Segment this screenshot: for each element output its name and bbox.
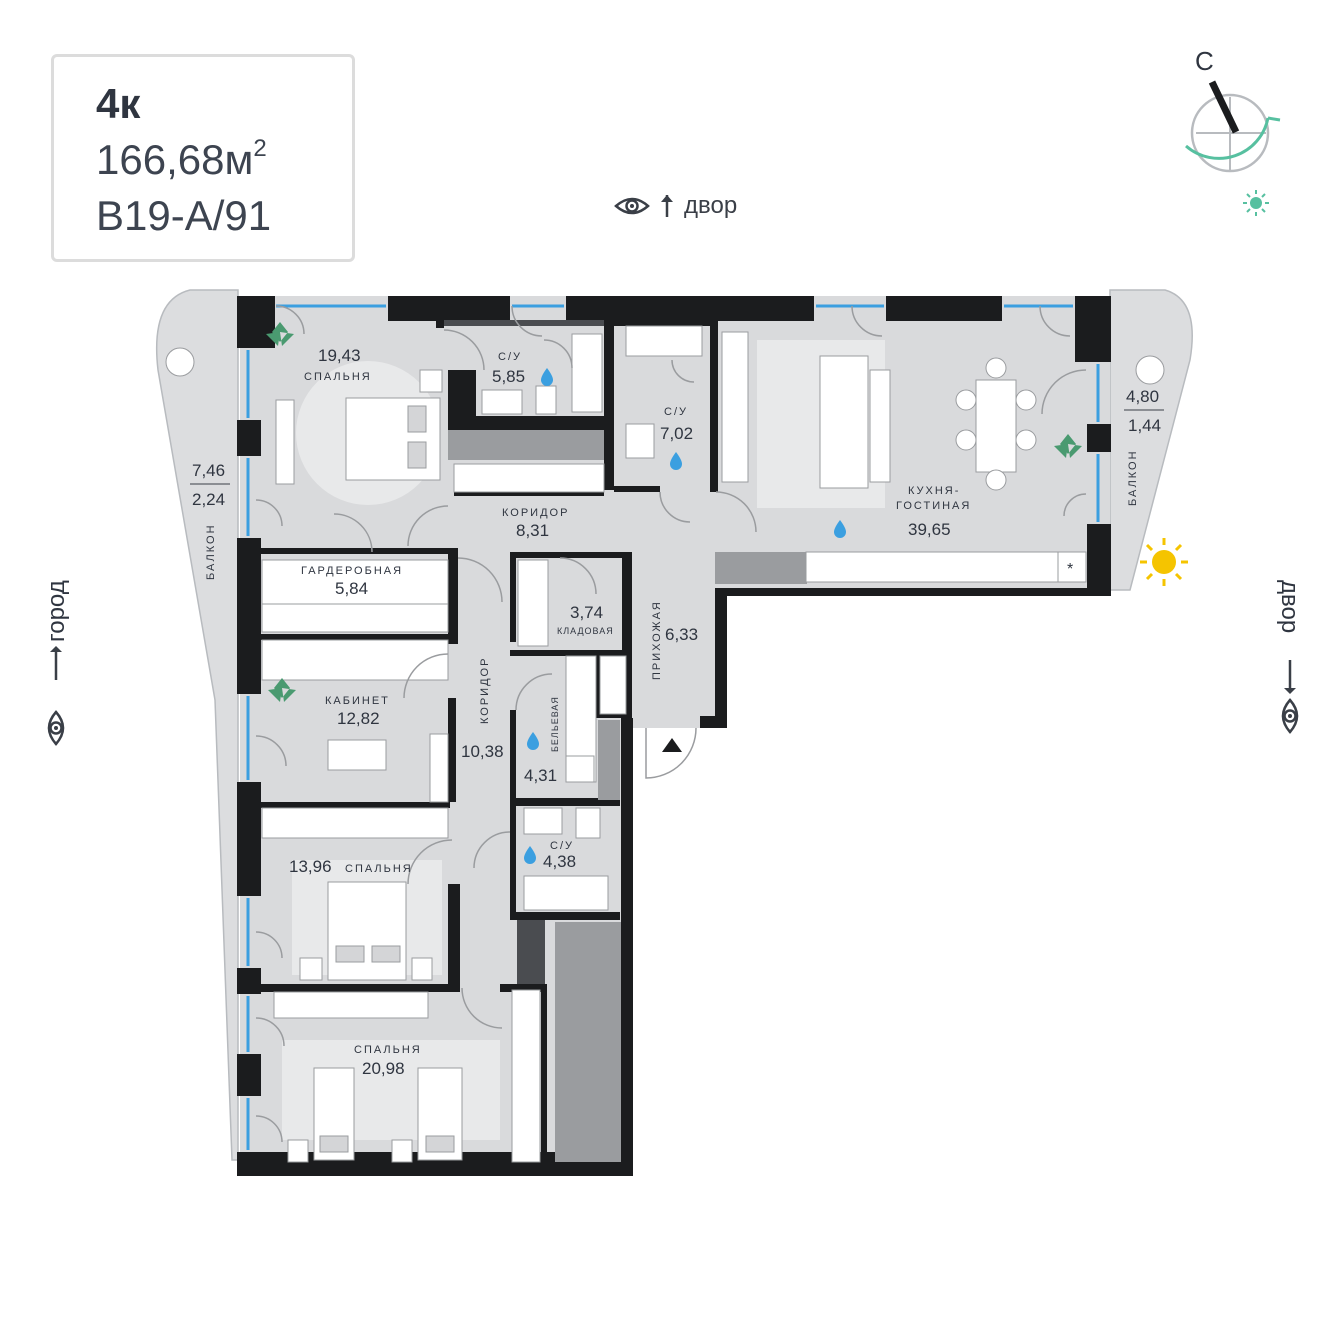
room-name-bedroom2: СПАЛЬНЯ: [345, 863, 413, 875]
plant-icon: [268, 678, 296, 702]
room-name-hall: ПРИХОЖАЯ: [651, 600, 663, 680]
room-area-bedroom3: 20,98: [362, 1059, 405, 1078]
dining-chairs: [165, 347, 1165, 491]
compass-icon: С: [1185, 46, 1281, 216]
room-name-corridor1: КОРИДОР: [502, 507, 569, 519]
balcony-left-area-bottom: 2,24: [192, 490, 225, 509]
view-label-right: двор: [1276, 580, 1303, 734]
total-area: 166,68м2: [96, 136, 267, 183]
room-area-bath2: 7,02: [660, 424, 693, 443]
view-top-text: двор: [684, 192, 738, 219]
room-count: 4к: [96, 80, 141, 127]
balcony-left-area-top: 7,46: [192, 461, 225, 480]
room-area-bedroom1: 19,43: [318, 346, 361, 365]
outer-walls: [237, 296, 1111, 1176]
arrow-up-icon: [661, 195, 673, 217]
furniture: [261, 325, 1017, 1163]
svg-text:*: *: [1067, 561, 1073, 578]
total-area-value: 166,68м: [96, 136, 254, 183]
room-area-wardrobe: 5,84: [335, 579, 368, 598]
windows: [246, 304, 1100, 1150]
area-unit-sup: 2: [253, 135, 267, 162]
sun-icon: [1140, 538, 1188, 586]
balcony-left-name: БАЛКОН: [205, 523, 217, 580]
view-label-top: двор: [614, 192, 737, 220]
door-swings: [255, 305, 1087, 1143]
room-name-bedroom3: СПАЛЬНЯ: [354, 1044, 422, 1056]
balcony-left: [155, 289, 239, 1161]
room-area-office: 12,82: [337, 709, 380, 728]
kitchen-counter: [805, 551, 1087, 583]
entrance-arrow-icon: [662, 738, 682, 752]
room-area-storage: 3,74: [570, 603, 603, 622]
view-label-left: город: [43, 580, 70, 746]
room-name-corridor2: КОРИДОР: [479, 657, 491, 724]
room-name-storage: КЛАДОВАЯ: [557, 626, 614, 636]
balcony-right-name: БАЛКОН: [1127, 449, 1139, 506]
view-right-text: двор: [1276, 580, 1303, 633]
balcony-right-area-bottom: 1,44: [1128, 416, 1161, 435]
apartment-code: В19-А/91: [96, 192, 272, 239]
balcony-right-area-top: 4,80: [1126, 387, 1159, 406]
room-area-bath1: 5,85: [492, 367, 525, 386]
compass-north-label: С: [1195, 46, 1214, 76]
room-area-hall: 6,33: [665, 625, 698, 644]
room-name-linen: БЕЛЬЕВАЯ: [550, 696, 560, 752]
plant-icon: [1054, 434, 1082, 458]
room-name-bath2: С/У: [664, 406, 688, 418]
room-name-kitchen-line1: КУХНЯ-: [908, 485, 960, 497]
apartment-info-card: 4к 166,68м2 В19-А/91: [51, 54, 355, 262]
sun-small-icon: [1243, 190, 1269, 216]
room-area-bath3: 4,38: [543, 852, 576, 871]
room-area-bedroom2: 13,96: [289, 857, 332, 876]
eye-icon: [614, 197, 650, 215]
eye-icon: [1281, 698, 1299, 734]
room-name-wardrobe: ГАРДЕРОБНАЯ: [301, 565, 403, 577]
room-name-bath1: С/У: [498, 351, 522, 363]
room-area-linen: 4,31: [524, 766, 557, 785]
plant-icon: [266, 322, 294, 346]
eye-icon: [47, 710, 65, 746]
view-left-text: город: [43, 580, 70, 642]
room-name-bath3: С/У: [550, 840, 574, 852]
room-area-kitchen: 39,65: [908, 520, 951, 539]
room-name-office: КАБИНЕТ: [325, 695, 390, 707]
water-drop-icon: [524, 368, 846, 864]
pillows: [319, 405, 455, 1153]
room-labels: 19,43 СПАЛЬНЯ С/У 5,85 С/У 7,02 КУХНЯ- Г…: [190, 346, 1164, 1078]
room-area-corridor1: 8,31: [516, 521, 549, 540]
room-area-corridor2: 10,38: [461, 742, 504, 761]
room-name-bedroom1: СПАЛЬНЯ: [304, 371, 372, 383]
balcony-right: [1109, 289, 1193, 591]
room-name-kitchen-line2: ГОСТИНАЯ: [896, 500, 971, 512]
